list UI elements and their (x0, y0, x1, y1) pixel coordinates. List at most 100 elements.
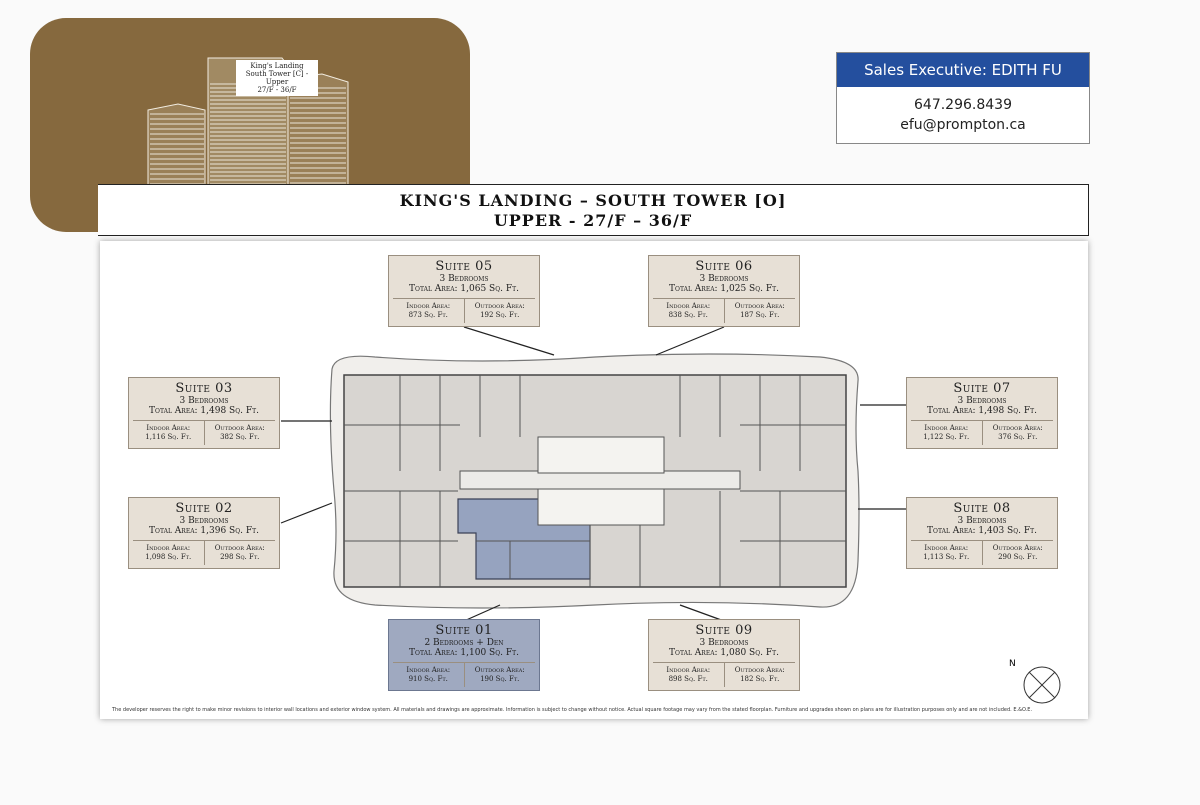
suite-total-area: Total Area: 1,396 Sq. Ft. (149, 526, 259, 536)
indoor-area-value: 910 Sq. Ft. (408, 675, 448, 683)
outdoor-area-value: 187 Sq. Ft. (740, 311, 780, 319)
title-line-2: UPPER - 27/F – 36/F (493, 211, 693, 230)
outdoor-area: Outdoor Area:290 Sq. Ft. (981, 541, 1054, 565)
indoor-area-value: 838 Sq. Ft. (668, 311, 708, 319)
compass-north-label: N (1009, 659, 1016, 669)
suite-bedrooms: 3 Bedrooms (957, 516, 1007, 526)
leader-suite-05 (463, 326, 555, 356)
outdoor-area-label: Outdoor Area: (474, 302, 525, 310)
indoor-area-value: 1,113 Sq. Ft. (923, 553, 970, 561)
outdoor-area-value: 192 Sq. Ft. (480, 311, 520, 319)
outdoor-area-label: Outdoor Area: (474, 666, 525, 674)
indoor-area: Indoor Area:1,113 Sq. Ft. (911, 541, 982, 565)
suite-area-breakdown: Indoor Area:1,098 Sq. Ft.Outdoor Area:29… (133, 540, 275, 565)
suite-name: Suite 06 (695, 259, 753, 274)
suite-area-breakdown: Indoor Area:873 Sq. Ft.Outdoor Area:192 … (393, 298, 535, 323)
indoor-area: Indoor Area:838 Sq. Ft. (653, 299, 724, 323)
compass-icon (1023, 666, 1061, 704)
suite-area-breakdown: Indoor Area:1,113 Sq. Ft.Outdoor Area:29… (911, 540, 1053, 565)
elevator-core (537, 436, 665, 474)
suite-name: Suite 09 (695, 623, 753, 638)
suite-area-breakdown: Indoor Area:898 Sq. Ft.Outdoor Area:182 … (653, 662, 795, 687)
building-label-tower: South Tower [C] - Upper (245, 70, 309, 86)
suite-area-breakdown: Indoor Area:1,122 Sq. Ft. Outdoor Area:37… (911, 420, 1053, 445)
suite-bedrooms: 3 Bedrooms (699, 274, 749, 284)
outdoor-area-value: 382 Sq. Ft. (220, 433, 260, 441)
building-label-floors: 27/F - 36/F (257, 86, 297, 94)
suite-name: Suite 03 (175, 381, 233, 396)
indoor-area-value: 1,116 Sq. Ft. (145, 433, 192, 441)
suite-total-area: Total Area: 1,498 Sq. Ft. (149, 406, 259, 416)
floor-plan-drawing (280, 326, 906, 622)
indoor-area: Indoor Area:873 Sq. Ft. (393, 299, 464, 323)
indoor-area-label: Indoor Area: (924, 424, 969, 432)
outdoor-area-label: Outdoor Area: (734, 302, 785, 310)
title-line-1: KING'S LANDING – SOUTH TOWER [O] (399, 191, 787, 210)
outdoor-area-value: 190 Sq. Ft. (480, 675, 520, 683)
building-label: King's Landing South Tower [C] - Upper 2… (236, 60, 318, 96)
indoor-area-label: Indoor Area: (146, 424, 191, 432)
indoor-area-label: Indoor Area: (406, 666, 451, 674)
leader-suite-09 (679, 604, 725, 622)
outdoor-area: Outdoor Area:190 Sq. Ft. (463, 663, 536, 687)
outdoor-area-value: 376 Sq. Ft. (998, 433, 1038, 441)
leader-suite-02 (280, 502, 333, 524)
suite-bedrooms: 3 Bedrooms (957, 396, 1007, 406)
outdoor-area: Outdoor Area:182 Sq. Ft. (723, 663, 796, 687)
indoor-area-label: Indoor Area: (666, 302, 711, 310)
leader-suite-01 (463, 604, 501, 622)
suite-bedrooms: 3 Bedrooms (179, 396, 229, 406)
indoor-area-label: Indoor Area: (666, 666, 711, 674)
outdoor-area-label: Outdoor Area: (214, 544, 265, 552)
suite-name: Suite 05 (435, 259, 493, 274)
suite-bedrooms: 3 Bedrooms (439, 274, 489, 284)
suite-area-breakdown: Indoor Area:910 Sq. Ft.Outdoor Area:190 … (393, 662, 535, 687)
sales-contact-box: Sales Executive: EDITH FU 647.296.8439 e… (836, 52, 1090, 144)
suite-name: Suite 07 (953, 381, 1011, 396)
suite-bedrooms: 3 Bedrooms (179, 516, 229, 526)
suite-bedrooms: 2 Bedrooms + Den (424, 638, 504, 648)
building-label-name: King's Landing (250, 62, 304, 70)
outdoor-area: Outdoor Area:187 Sq. Ft. (723, 299, 796, 323)
suite-name: Suite 08 (953, 501, 1011, 516)
suite-total-area: Total Area: 1,025 Sq. Ft. (669, 284, 779, 294)
outdoor-area-value: 182 Sq. Ft. (740, 675, 780, 683)
suite-name: Suite 01 (435, 623, 493, 638)
sales-phone[interactable]: 647.296.8439 (914, 97, 1012, 113)
indoor-area-value: 1,122 Sq. Ft. (923, 433, 970, 441)
indoor-area-value: 873 Sq. Ft. (408, 311, 448, 319)
outdoor-area-label: Outdoor Area: (992, 424, 1043, 432)
outdoor-area-value: 290 Sq. Ft. (998, 553, 1038, 561)
suite-total-area: Total Area: 1,100 Sq. Ft. (409, 648, 519, 658)
suite-total-area: Total Area: 1,080 Sq. Ft. (669, 648, 779, 658)
suite-area-breakdown: Indoor Area:838 Sq. Ft.Outdoor Area:187 … (653, 298, 795, 323)
core-corridor (459, 470, 741, 490)
sales-email[interactable]: efu@prompton.ca (900, 117, 1026, 133)
outdoor-area: Outdoor Area:382 Sq. Ft. (203, 421, 276, 445)
outdoor-area-value: 298 Sq. Ft. (220, 553, 260, 561)
indoor-area: Indoor Area:1,116 Sq. Ft. (133, 421, 204, 445)
indoor-area-label: Indoor Area: (924, 544, 969, 552)
indoor-area-value: 1,098 Sq. Ft. (145, 553, 192, 561)
outdoor-area: Outdoor Area:192 Sq. Ft. (463, 299, 536, 323)
indoor-area: Indoor Area:1,098 Sq. Ft. (133, 541, 204, 565)
outdoor-area-label: Outdoor Area: (214, 424, 265, 432)
lobby-core (537, 488, 665, 526)
suite-total-area: Total Area: 1,403 Sq. Ft. (927, 526, 1037, 536)
north-compass: N (1009, 659, 1064, 707)
indoor-area-label: Indoor Area: (146, 544, 191, 552)
indoor-area: Indoor Area:898 Sq. Ft. (653, 663, 724, 687)
indoor-area: Indoor Area:910 Sq. Ft. (393, 663, 464, 687)
outdoor-area: Outdoor Area:298 Sq. Ft. (203, 541, 276, 565)
disclaimer-text: The developer reserves the right to make… (112, 707, 1033, 713)
suite-area-breakdown: Indoor Area:1,116 Sq. Ft.Outdoor Area:38… (133, 420, 275, 445)
